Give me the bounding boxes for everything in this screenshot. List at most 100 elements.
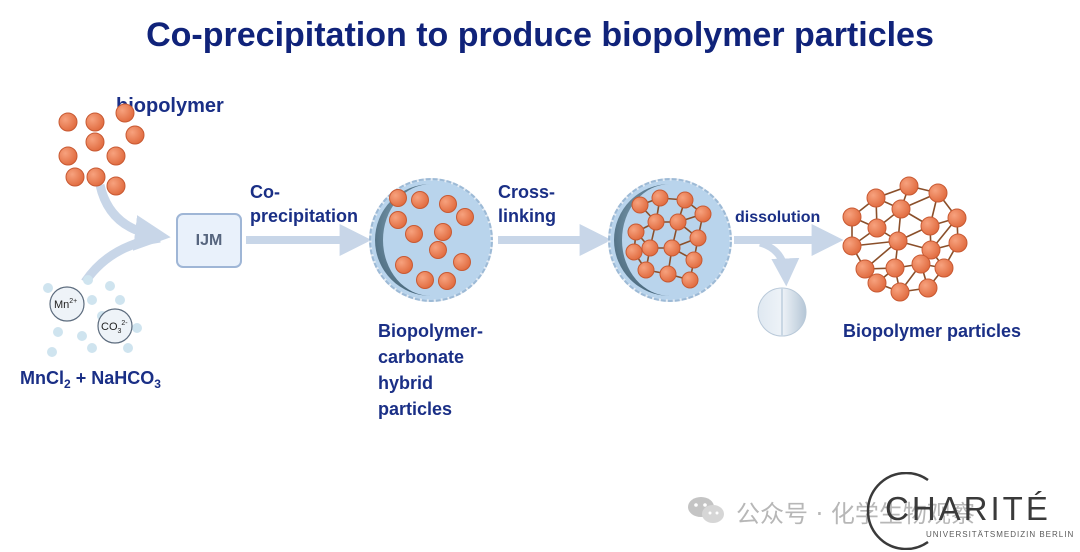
crosslink-bead	[676, 191, 694, 209]
biopolymer-bead	[85, 132, 105, 152]
biopolymer-bead	[106, 176, 126, 196]
network-bead	[918, 278, 938, 298]
crosslink-bead	[694, 205, 712, 223]
co3-ion-label: CO32-	[101, 320, 128, 335]
ion-dot	[83, 275, 93, 285]
ion-dot	[87, 295, 97, 305]
network-bead	[866, 188, 886, 208]
crosslink-bead	[663, 239, 681, 257]
curve-arrow-ions	[81, 233, 161, 285]
network-bead	[842, 207, 862, 227]
network-bead	[888, 231, 908, 251]
network-bead	[867, 218, 887, 238]
step-crosslinking-line2: linking	[498, 206, 556, 226]
ion-dot	[132, 323, 142, 333]
hybrid-bead	[389, 189, 407, 207]
biopolymer-bead	[58, 112, 78, 132]
curve-arrow-biopolymer	[95, 183, 171, 251]
biopolymer-bead	[115, 103, 135, 123]
network-bead	[891, 199, 911, 219]
crosslink-bead	[647, 213, 665, 231]
watermark-text: 公众号 · 化学生物观察	[736, 500, 975, 528]
crosslinked-particle	[607, 177, 733, 303]
crosslink-bead	[689, 229, 707, 247]
flow-arrows	[81, 183, 844, 287]
crosslink-bead	[627, 223, 645, 241]
carbonate-ball	[757, 287, 807, 337]
biopolymer-bead	[106, 146, 126, 166]
hybrid-bead	[389, 211, 407, 229]
hybrid-beads	[389, 189, 474, 290]
product-network	[842, 176, 968, 302]
wechat-icon	[688, 497, 724, 523]
hybrid-label-line1: Biopolymer-	[378, 321, 484, 341]
step-crosslinking-line1: Cross-	[498, 182, 556, 202]
page-title: Co-precipitation to produce biopolymer p…	[146, 16, 934, 54]
network-bead	[934, 258, 954, 278]
hybrid-bead	[411, 191, 429, 209]
ion-dot	[77, 331, 87, 341]
network-bead	[921, 240, 941, 260]
crosslink-bead	[659, 265, 677, 283]
co3-ion-circle	[97, 308, 133, 344]
network-bead	[911, 254, 931, 274]
hybrid-bead	[434, 223, 452, 241]
network-bead	[928, 183, 948, 203]
network-bead	[885, 258, 905, 278]
ion-dot	[53, 327, 63, 337]
network-bead	[855, 259, 875, 279]
network-bead	[842, 236, 862, 256]
ion-dot	[115, 295, 125, 305]
charite-logo-name: CHARITÉ	[885, 490, 1051, 527]
hybrid-bead	[429, 241, 447, 259]
ion-dot	[43, 283, 53, 293]
biopolymer-bead	[125, 125, 145, 145]
network-bead	[867, 273, 887, 293]
ion-dot	[123, 343, 133, 353]
hybrid-bead	[395, 256, 413, 274]
hybrid-bead	[439, 195, 457, 213]
step-coprecipitation-line2: precipitation	[250, 206, 359, 226]
crosslink-bead	[685, 251, 703, 269]
network-bead	[899, 176, 919, 196]
arrow-dissolution-down	[758, 239, 800, 287]
ion-cloud: Mn2+ CO32-	[43, 275, 142, 357]
biopolymer-label: biopolymer	[116, 95, 224, 117]
hybrid-label-line4: particles	[378, 399, 453, 419]
step-dissolution: dissolution	[735, 209, 821, 226]
crosslink-bead	[681, 271, 699, 289]
charite-logo-subtitle: UNIVERSITÄTSMEDIZIN BERLIN	[926, 530, 1075, 539]
charite-logo-arc-icon	[866, 472, 929, 550]
step-coprecipitation-line1: Co-	[250, 182, 280, 202]
network-bead	[890, 282, 910, 302]
biopolymer-bead	[58, 146, 78, 166]
crosslink-bead	[625, 243, 643, 261]
mn-ion-circle	[49, 286, 85, 322]
hybrid-bead	[456, 208, 474, 226]
network-bead	[948, 233, 968, 253]
biopolymer-bead	[86, 167, 106, 187]
crosslink-bead	[637, 261, 655, 279]
hybrid-bead	[405, 225, 423, 243]
crosslink-bead	[641, 239, 659, 257]
hybrid-bead	[438, 272, 456, 290]
crosslink-bead	[669, 213, 687, 231]
hybrid-bead	[453, 253, 471, 271]
hybrid-particle	[368, 177, 494, 303]
network-bead	[947, 208, 967, 228]
crosslink-bead	[651, 189, 669, 207]
crosslinked-network	[625, 189, 712, 289]
mn-ion-label: Mn2+	[54, 298, 77, 311]
reagents-label: MnCl2 + NaHCO3	[20, 368, 161, 391]
ion-dot	[105, 281, 115, 291]
hybrid-label-line2: carbonate	[378, 347, 465, 367]
hybrid-label-line3: hybrid	[378, 373, 434, 393]
ion-dot	[87, 343, 97, 353]
ion-dot	[47, 347, 57, 357]
crosslink-bead	[631, 196, 649, 214]
product-label: Biopolymer particles	[843, 321, 1022, 341]
biopolymer-beads	[58, 103, 145, 196]
ijm-box: IJM	[176, 213, 242, 268]
biopolymer-bead	[85, 112, 105, 132]
